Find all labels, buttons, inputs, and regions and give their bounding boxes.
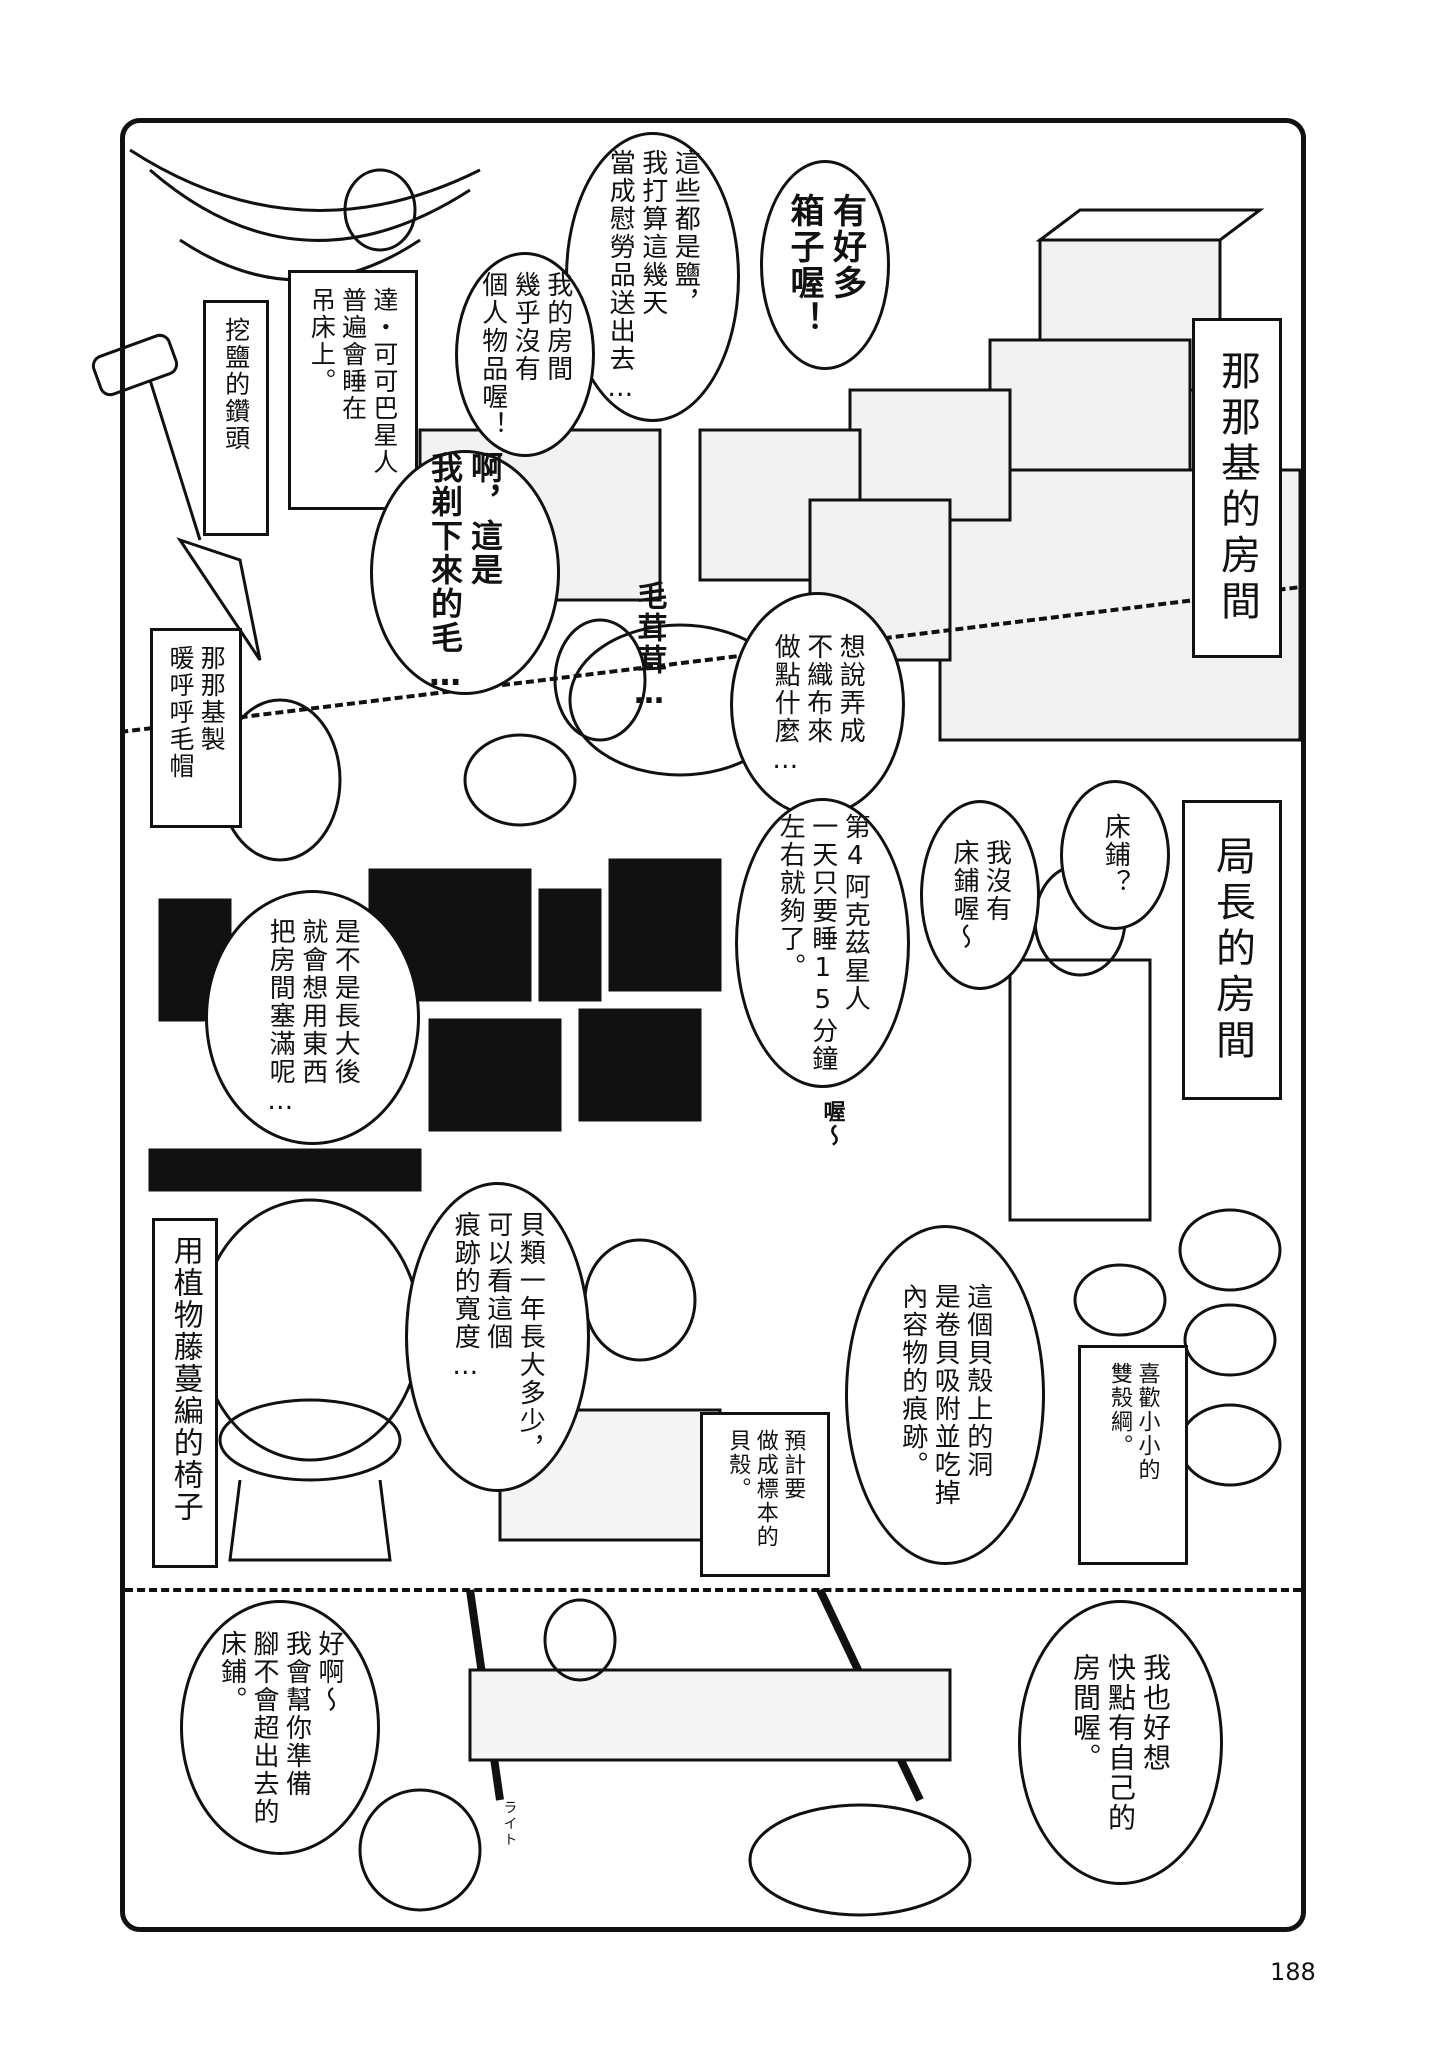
drill-caption: 挖鹽的鑽頭	[203, 300, 269, 536]
chair-illustration	[198, 1198, 422, 1562]
chair-caption: 用植物藤蔓編的椅子	[152, 1218, 218, 1568]
shell-hole-speech-bubble: 這個貝殼上的洞 是卷貝吸附並吃掉 內容物的痕跡。	[845, 1225, 1045, 1565]
boxes-speech-bubble: 有好多 箱子喔！	[760, 160, 890, 370]
bed-question-speech-bubble: 床鋪？	[1060, 780, 1170, 930]
grow-up-speech-bubble: 是不是長大後 就會想用東西 把房間塞滿呢…	[205, 890, 420, 1145]
room2-title: 局長的房間	[1182, 800, 1282, 1100]
fur-speech-bubble: 啊，這是 我剃下來的毛…	[370, 450, 560, 695]
light-label: ライト	[501, 1800, 518, 1848]
room1-title: 那那基的房間	[1192, 318, 1282, 658]
oh-sound-effect: 喔～	[819, 1100, 845, 1148]
fabric-speech-bubble: 想說弄成 不織布來 做點什麼…	[730, 592, 905, 817]
hammock-illustration	[129, 148, 481, 282]
drill-illustration	[91, 333, 262, 661]
my-room-speech-bubble: 我的房間 幾乎沒有 個人物品喔！	[455, 252, 595, 457]
prepare-bed-speech-bubble: 好啊～ 我會幫你準備 腳不會超出去的 床鋪。	[180, 1600, 380, 1855]
specimen-caption: 預計要 做成標本的 貝殼。	[700, 1412, 830, 1577]
panel-divider-2	[125, 1588, 1301, 1592]
page-number: 188	[1270, 1958, 1316, 1986]
salt-speech-bubble: 這些都是鹽， 我打算這幾天 當成慰勞品送出去…	[565, 132, 740, 422]
sleep-speech-bubble: 第4阿克茲星人 一天只要睡15分鐘 左右就夠了。	[735, 798, 910, 1088]
bivalve-caption: 喜歡小小的 雙殼綱。	[1078, 1345, 1188, 1565]
shell-growth-speech-bubble: 貝類一年長大多少， 可以看這個 痕跡的寬度…	[405, 1182, 590, 1492]
bed-illustration	[358, 1588, 972, 1917]
want-room-speech-bubble: 我也好想 快點有自己的 房間喔。	[1018, 1600, 1223, 1885]
hammock-caption: 達・可可巴星人 普遍會睡在 吊床上。	[288, 270, 418, 510]
no-bed-speech-bubble: 我沒有 床鋪喔～	[920, 800, 1040, 990]
hat-caption: 那那基製 暖呼呼毛帽	[150, 628, 242, 828]
fluffy-sound-effect: 毛茸茸…	[631, 580, 667, 713]
